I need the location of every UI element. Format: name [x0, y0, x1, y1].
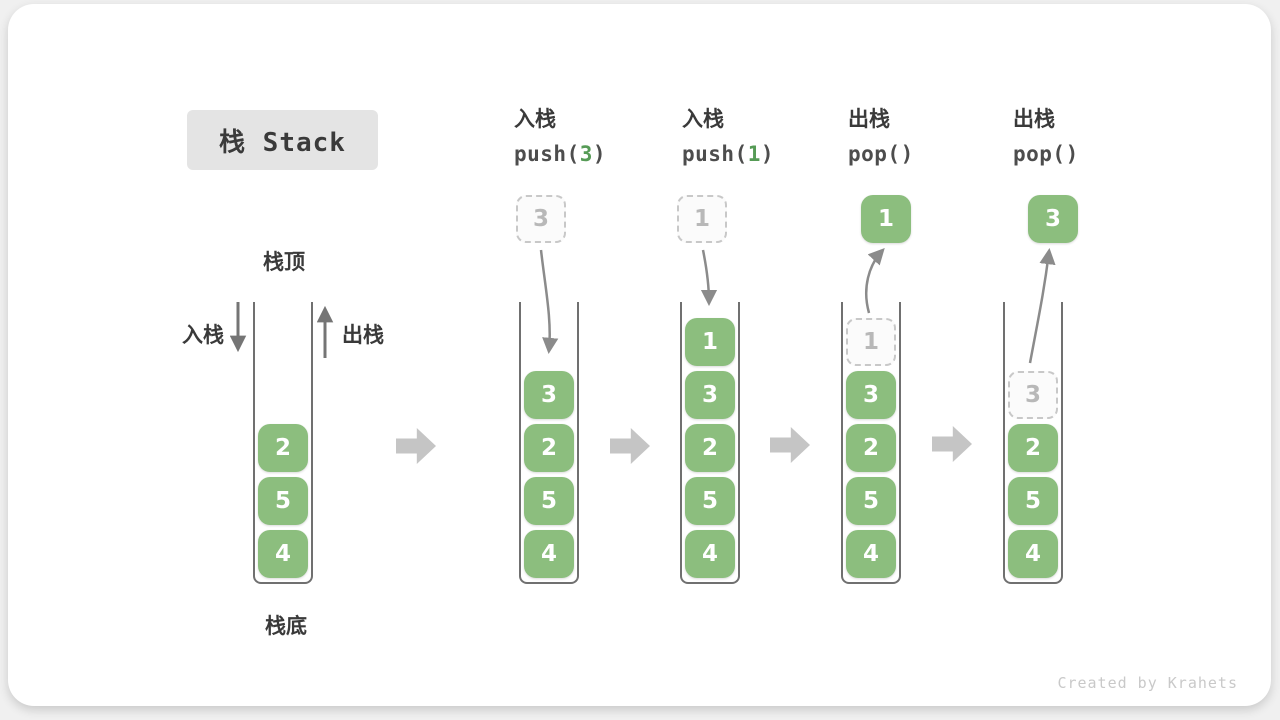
push-side-label: 入栈: [182, 323, 224, 347]
operation-code-label: pop(): [1013, 142, 1079, 166]
stack-cell: 3: [685, 371, 735, 419]
stack-cell: 2: [685, 424, 735, 472]
stack-cell: 5: [258, 477, 308, 525]
incoming-element: 1: [677, 195, 727, 243]
operation-cjk-label: 出栈: [1013, 107, 1055, 131]
operation-code-label: pop(): [848, 142, 914, 166]
stack-cell: 5: [685, 477, 735, 525]
operation-cjk-label: 入栈: [514, 107, 556, 131]
popped-element: 1: [861, 195, 911, 243]
stack-cell: 2: [524, 424, 574, 472]
title-badge: 栈 Stack: [187, 110, 378, 170]
stack-container: [253, 302, 313, 584]
popped-element: 3: [1028, 195, 1078, 243]
push-arrow: [700, 249, 718, 307]
operation-label: 出栈 pop(): [1013, 103, 1183, 166]
stack-cell: 4: [258, 530, 308, 578]
operation-cjk-label: 出栈: [848, 107, 890, 131]
stack-cell: 2: [258, 424, 308, 472]
operation-code-label: push(3): [514, 142, 607, 166]
stack-cell: 5: [1008, 477, 1058, 525]
stack-container: [519, 302, 579, 584]
stack-cell: 4: [524, 530, 574, 578]
stack-cell: 4: [685, 530, 735, 578]
push-arrow: [539, 249, 559, 355]
stack-cell: 4: [846, 530, 896, 578]
operation-label: 出栈 pop(): [848, 103, 1018, 166]
pop-side-label: 出栈: [342, 323, 384, 347]
stack-cell: 2: [846, 424, 896, 472]
pop-arrow: [1028, 247, 1056, 364]
stack-container: [1003, 302, 1063, 584]
stack-cell-removed: 3: [1008, 371, 1058, 419]
credit-text: Created by Krahets: [1057, 674, 1238, 692]
operation-code-label: push(1): [682, 142, 775, 166]
stack-cell: 2: [1008, 424, 1058, 472]
pop-arrow: [865, 248, 885, 314]
operation-code-argument: 3: [579, 142, 593, 166]
stack-cell: 3: [846, 371, 896, 419]
stack-container: [841, 302, 901, 584]
operation-cjk-label: 入栈: [682, 107, 724, 131]
stack-top-label: 栈顶: [263, 250, 305, 274]
incoming-element: 3: [516, 195, 566, 243]
stack-cell: 5: [524, 477, 574, 525]
stack-container: [680, 302, 740, 584]
stack-bottom-label: 栈底: [265, 614, 307, 638]
operation-label: 入栈 push(1): [682, 103, 852, 166]
operation-label: 入栈 push(3): [514, 103, 684, 166]
stack-cell: 4: [1008, 530, 1058, 578]
operation-code-argument: 1: [747, 142, 761, 166]
stack-cell: 3: [524, 371, 574, 419]
stack-cell: 1: [685, 318, 735, 366]
stack-cell-removed: 1: [846, 318, 896, 366]
stack-cell: 5: [846, 477, 896, 525]
